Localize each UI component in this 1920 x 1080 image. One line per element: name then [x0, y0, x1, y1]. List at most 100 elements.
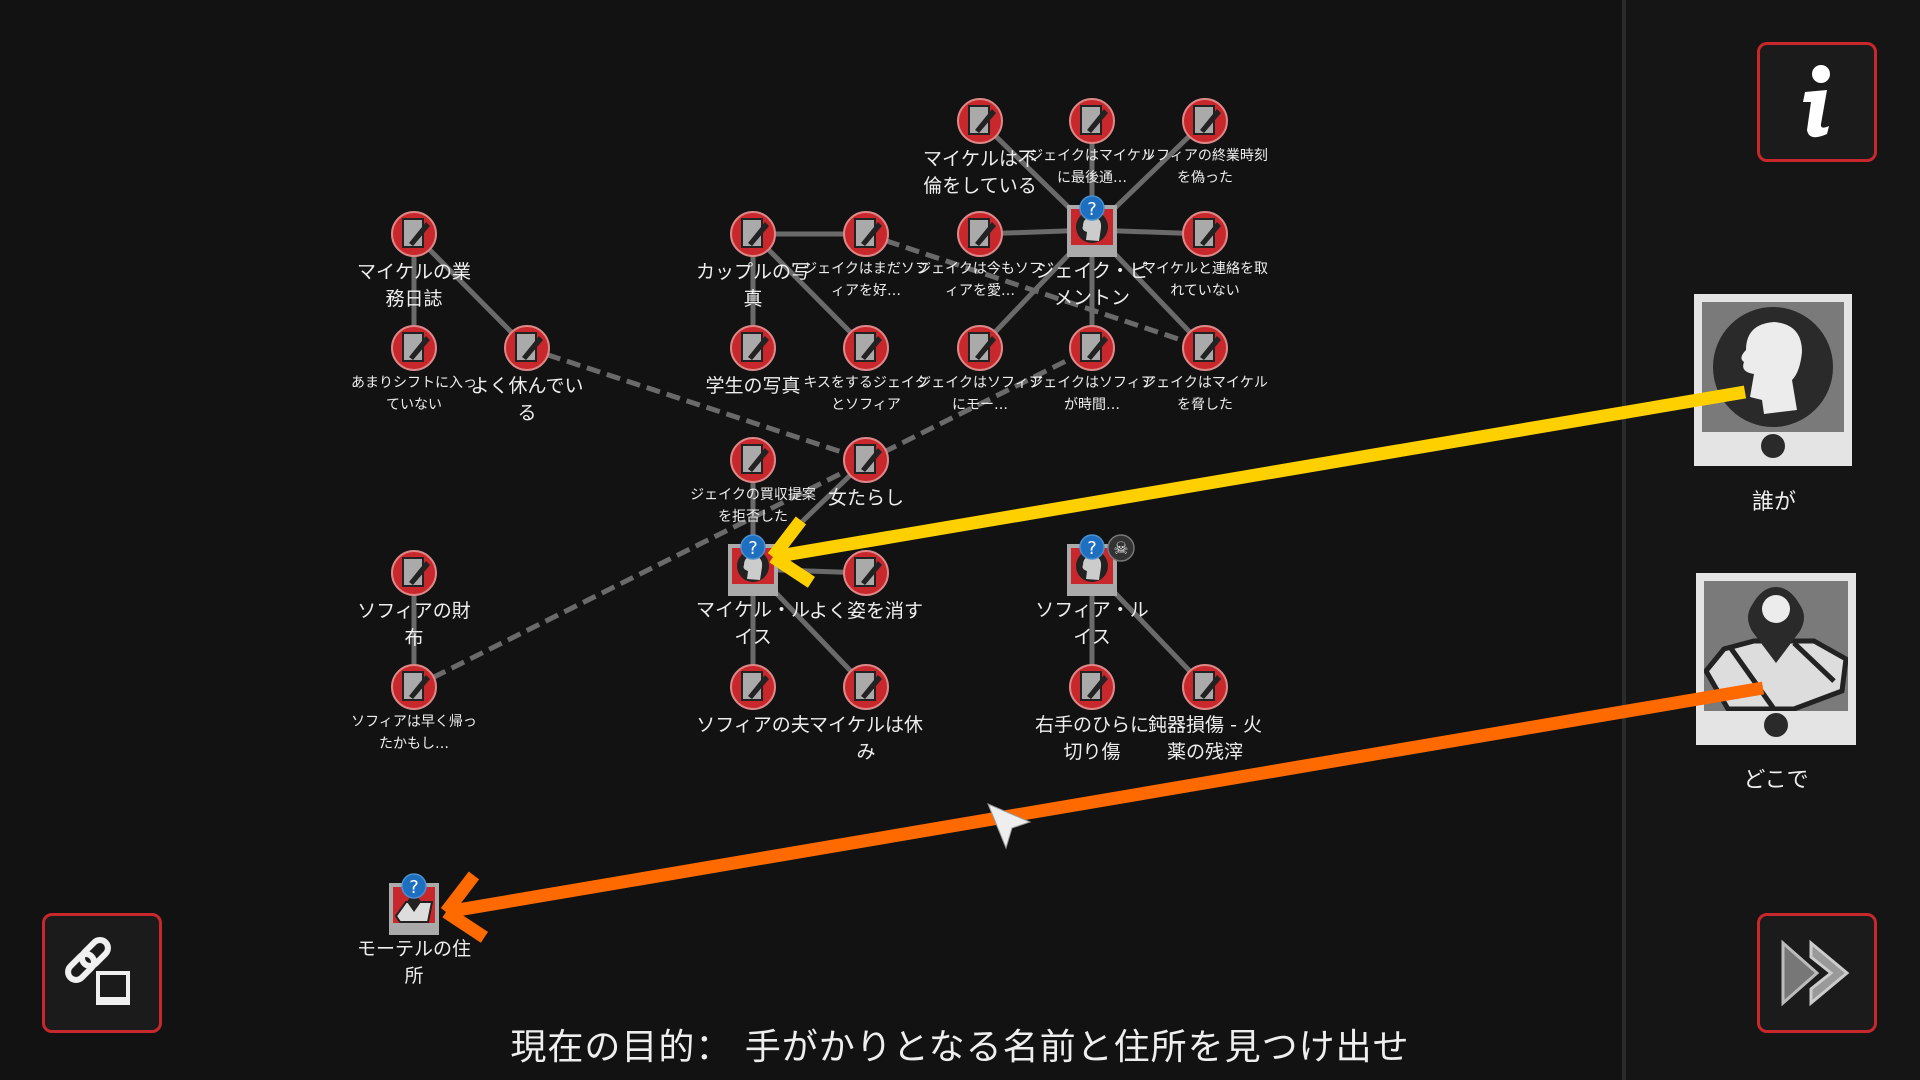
- clue-node[interactable]: [843, 437, 889, 483]
- clue-node[interactable]: [730, 211, 776, 257]
- node-label: ソフィア・ルイス: [1035, 599, 1149, 648]
- person-node[interactable]: ?: [1067, 195, 1117, 257]
- clue-node[interactable]: [730, 325, 776, 371]
- person-node[interactable]: ?: [728, 534, 778, 596]
- clue-graph: ???☠?: [389, 98, 1228, 935]
- edge-solid: [412, 232, 529, 350]
- clue-node[interactable]: [391, 211, 437, 257]
- question-badge-icon: ?: [740, 534, 766, 560]
- clue-node[interactable]: [391, 664, 437, 710]
- link-icon: [65, 937, 130, 1005]
- node-label: ジェイクはまだソフィアを好…: [803, 261, 929, 299]
- note-pencil-icon: [515, 332, 543, 362]
- where-card[interactable]: [1696, 573, 1856, 745]
- note-pencil-icon: [968, 332, 996, 362]
- clue-node[interactable]: [504, 325, 550, 371]
- clue-node[interactable]: [843, 550, 889, 596]
- map-icon: [394, 895, 434, 923]
- clue-node[interactable]: [730, 664, 776, 710]
- node-label: ジェイクはソフィアにモー…: [917, 375, 1043, 413]
- person-head-icon: [1713, 307, 1833, 427]
- node-label: ジェイクは今もソフィアを愛…: [917, 261, 1043, 299]
- clue-node[interactable]: [957, 98, 1003, 144]
- node-label: カップルの写真: [695, 261, 810, 310]
- where-label: どこで: [1743, 768, 1809, 793]
- node-label: ジェイクはマイケルを脅した: [1142, 375, 1268, 413]
- note-pencil-icon: [402, 557, 430, 587]
- clue-node[interactable]: [1069, 664, 1115, 710]
- note-pencil-icon: [1080, 105, 1108, 135]
- clue-node[interactable]: [1069, 325, 1115, 371]
- clue-node[interactable]: [843, 325, 889, 371]
- node-label: あまりシフトに入っていない: [351, 375, 477, 413]
- card-pin: [1761, 434, 1785, 458]
- note-pencil-icon: [741, 332, 769, 362]
- clue-node[interactable]: [730, 437, 776, 483]
- note-pencil-icon: [1193, 105, 1221, 135]
- node-label: ソフィアの財布: [357, 600, 471, 649]
- note-pencil-icon: [854, 332, 882, 362]
- node-label: マイケル・ルイス: [695, 599, 810, 648]
- clue-node[interactable]: [391, 325, 437, 371]
- note-pencil-icon: [402, 332, 430, 362]
- info-icon: [1803, 65, 1830, 138]
- clue-node[interactable]: [1182, 211, 1228, 257]
- who-label: 誰が: [1751, 490, 1796, 515]
- clue-node[interactable]: [957, 211, 1003, 257]
- clue-node[interactable]: [1069, 98, 1115, 144]
- node-label: ジェイクはソフィアが時間…: [1029, 375, 1155, 413]
- person-head-icon: [1076, 211, 1108, 243]
- right-panel: 誰が どこで: [1622, 0, 1920, 1080]
- clue-node[interactable]: [1182, 664, 1228, 710]
- node-label: ソフィアの夫: [696, 714, 810, 736]
- svg-text:☠: ☠: [1113, 539, 1128, 559]
- svg-text:?: ?: [1087, 538, 1097, 559]
- person-node[interactable]: ?☠: [1067, 534, 1135, 596]
- node-label: モーテルの住所: [356, 938, 471, 987]
- note-pencil-icon: [1193, 332, 1221, 362]
- clue-node[interactable]: [957, 325, 1003, 371]
- location-node[interactable]: ?: [389, 873, 439, 935]
- deduction-board[interactable]: ???☠? マイケルは不倫をしているジェイクはマイケルに最後通…ソフィアの終業時…: [0, 0, 1620, 1080]
- node-label: マイケルの業務日誌: [356, 261, 471, 310]
- current-objective: 現在の目的： 手がかりとなる名前と住所を見つけ出せ: [510, 1027, 1410, 1068]
- note-pencil-icon: [968, 105, 996, 135]
- info-button[interactable]: [1757, 42, 1877, 162]
- clue-node[interactable]: [1182, 98, 1228, 144]
- edge-dashed: [865, 231, 1206, 351]
- clue-node[interactable]: [843, 211, 889, 257]
- node-label: 鈍器損傷 - 火薬の残滓: [1148, 714, 1262, 763]
- link-clues-button[interactable]: [42, 913, 162, 1033]
- skull-badge-icon: ☠: [1107, 534, 1135, 562]
- note-pencil-icon: [402, 671, 430, 701]
- note-pencil-icon: [1080, 332, 1108, 362]
- node-label: ジェイクの買収提案を拒否した: [690, 487, 816, 525]
- map-pin-icon: [1704, 587, 1848, 711]
- clue-node[interactable]: [391, 550, 437, 596]
- note-pencil-icon: [854, 557, 882, 587]
- clue-node[interactable]: [1182, 325, 1228, 371]
- note-pencil-icon: [854, 218, 882, 248]
- note-pencil-icon: [402, 218, 430, 248]
- svg-text:?: ?: [409, 877, 419, 898]
- fast-forward-icon: [1781, 939, 1850, 1007]
- card-pin: [1764, 713, 1788, 737]
- svg-text:?: ?: [748, 538, 758, 559]
- note-pencil-icon: [741, 218, 769, 248]
- node-label: 右手のひらに切り傷: [1034, 714, 1149, 763]
- who-card[interactable]: [1694, 294, 1852, 466]
- question-badge-icon: ?: [1079, 195, 1105, 221]
- question-badge-icon: ?: [401, 873, 427, 899]
- node-label: マイケルは休み: [808, 714, 923, 763]
- person-head-icon: [737, 550, 769, 582]
- edge-solid: [751, 232, 868, 350]
- note-pencil-icon: [741, 444, 769, 474]
- note-pencil-icon: [968, 218, 996, 248]
- fast-forward-button[interactable]: [1757, 913, 1877, 1033]
- node-label: 学生の写真: [705, 375, 801, 397]
- node-label: よく姿を消す: [808, 600, 923, 622]
- clue-node[interactable]: [843, 664, 889, 710]
- node-label: ソフィアの終業時刻を偽った: [1142, 148, 1268, 186]
- note-pencil-icon: [1193, 218, 1221, 248]
- node-label: マイケルと連絡を取れていない: [1142, 261, 1268, 299]
